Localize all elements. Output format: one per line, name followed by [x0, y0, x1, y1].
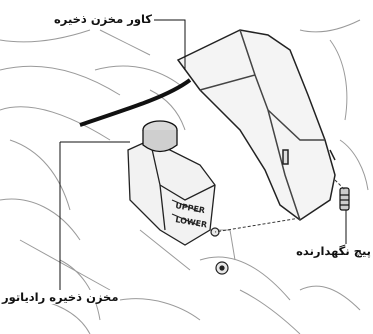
label-reservoir-cover: کاور مخزن ذخیره: [52, 12, 154, 26]
mounting-bolts: [211, 228, 228, 274]
overflow-hose: [80, 80, 190, 125]
reservoir-cap: [143, 121, 177, 152]
retaining-screw: [340, 188, 349, 210]
label-radiator-reservoir: مخزن ذخیره رادیاتور: [0, 290, 120, 304]
reservoir-tank: [128, 140, 215, 245]
label-retaining-screw: پیچ نگهدارنده: [294, 244, 373, 258]
